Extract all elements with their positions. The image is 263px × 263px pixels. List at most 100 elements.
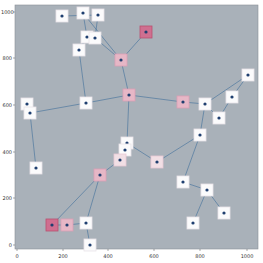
graph-node <box>24 107 36 119</box>
tick-label: 400 <box>103 253 113 259</box>
node-square <box>80 217 92 229</box>
tick-label: 1000 <box>241 253 254 259</box>
graph-node <box>84 239 96 251</box>
plot-background <box>15 5 258 249</box>
tick-mark <box>108 249 109 251</box>
tick-label: 800 <box>195 253 205 259</box>
node-square <box>213 112 225 124</box>
tick-label: 400 <box>2 149 12 155</box>
graph-node <box>92 9 104 21</box>
node-square <box>46 219 58 231</box>
tick-label: 600 <box>2 102 12 108</box>
graph-node <box>30 162 42 174</box>
graph-link <box>157 135 200 162</box>
tick-label: 600 <box>149 253 159 259</box>
node-dot <box>144 30 147 33</box>
node-square <box>218 207 230 219</box>
node-dot <box>65 223 68 226</box>
graph-node <box>89 32 101 44</box>
node-square <box>73 44 85 56</box>
tick-label: 200 <box>58 253 68 259</box>
node-dot <box>191 221 194 224</box>
graph-node <box>218 207 230 219</box>
tick-label: 800 <box>2 55 12 61</box>
node-square <box>61 219 73 231</box>
node-square <box>114 154 126 166</box>
node-square <box>151 156 163 168</box>
node-dot <box>118 158 121 161</box>
node-square <box>115 54 127 66</box>
graph-node <box>140 26 152 38</box>
graph-node <box>242 69 254 81</box>
node-dot <box>85 35 88 38</box>
node-square <box>77 7 89 19</box>
graph-node <box>187 217 199 229</box>
node-dot <box>217 116 220 119</box>
node-square <box>140 26 152 38</box>
graph-node <box>151 156 163 168</box>
tick-mark <box>13 198 15 199</box>
node-square <box>194 129 206 141</box>
tick-mark <box>247 249 248 251</box>
graph-node <box>123 89 135 101</box>
tick-mark <box>63 249 64 251</box>
graph-link <box>127 95 129 143</box>
node-dot <box>119 58 122 61</box>
node-dot <box>205 188 208 191</box>
graph-node <box>77 7 89 19</box>
node-dot <box>203 102 206 105</box>
node-square <box>84 239 96 251</box>
graph-link <box>86 175 100 223</box>
node-square <box>56 10 68 22</box>
graph-node <box>114 154 126 166</box>
node-dot <box>98 173 101 176</box>
tick-mark <box>17 249 18 251</box>
node-square <box>226 91 238 103</box>
tick-mark <box>200 249 201 251</box>
node-dot <box>28 111 31 114</box>
node-dot <box>77 48 80 51</box>
tick-mark <box>13 152 15 153</box>
node-square <box>201 184 213 196</box>
graph-link <box>30 113 36 168</box>
node-square <box>177 176 189 188</box>
graph-node <box>199 98 211 110</box>
node-square <box>199 98 211 110</box>
graph-link <box>86 95 129 103</box>
node-square <box>187 217 199 229</box>
graph-link <box>183 135 200 182</box>
node-dot <box>84 101 87 104</box>
node-square <box>94 169 106 181</box>
graph-link <box>30 103 86 113</box>
tick-label: 1000 <box>1 9 14 15</box>
graph-node <box>46 219 58 231</box>
node-dot <box>96 13 99 16</box>
graph-node <box>115 54 127 66</box>
graph-node <box>73 44 85 56</box>
node-square <box>89 32 101 44</box>
tick-mark <box>13 58 15 59</box>
graph-link <box>205 75 248 104</box>
node-dot <box>246 73 249 76</box>
node-dot <box>181 180 184 183</box>
node-dot <box>155 160 158 163</box>
node-dot <box>123 148 126 151</box>
node-dot <box>50 223 53 226</box>
graph-node <box>201 184 213 196</box>
graph-node <box>80 97 92 109</box>
node-square <box>242 69 254 81</box>
node-dot <box>34 166 37 169</box>
node-dot <box>181 100 184 103</box>
graph-node <box>56 10 68 22</box>
graph-node <box>226 91 238 103</box>
tick-label: 0 <box>9 242 12 248</box>
node-dot <box>198 133 201 136</box>
node-dot <box>230 95 233 98</box>
node-dot <box>88 243 91 246</box>
graph-node <box>194 129 206 141</box>
node-dot <box>93 36 96 39</box>
graph-node <box>177 96 189 108</box>
graph-node <box>213 112 225 124</box>
